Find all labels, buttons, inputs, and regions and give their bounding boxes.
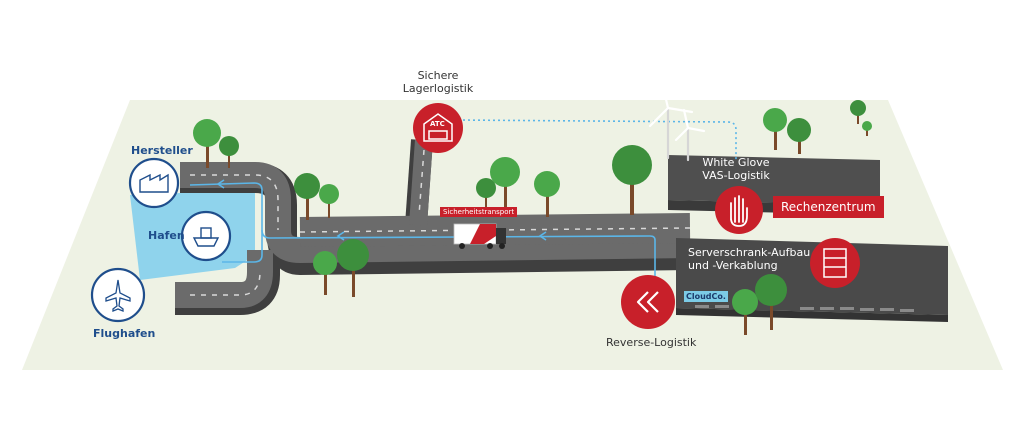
lager-label-line2: Lagerlogistik xyxy=(402,82,474,95)
trees xyxy=(193,100,872,335)
hafen-label: Hafen xyxy=(148,229,185,242)
cloudco-tag: CloudCo. xyxy=(684,291,728,302)
atc-logo: ATC xyxy=(430,120,445,128)
warehouse-icon xyxy=(423,113,453,142)
flughafen-circle xyxy=(90,267,146,323)
reverse-label: Reverse-Logistik xyxy=(606,336,697,349)
whiteglove-label-line1: White Glove xyxy=(702,156,770,169)
rechenzentrum-tag: Rechenzentrum xyxy=(773,196,884,218)
hand-icon xyxy=(730,195,748,227)
lager-label-line1: Sichere xyxy=(417,69,459,82)
whiteglove-label: White Glove VAS-Logistik xyxy=(686,156,786,182)
server-label-line1: Serverschrank-Aufbau xyxy=(688,246,811,259)
server-label: Serverschrank-Aufbau und -Verkablung xyxy=(688,246,810,272)
server-rack-icon xyxy=(823,248,847,278)
reverse-circle xyxy=(621,275,675,329)
factory-icon xyxy=(139,173,169,193)
route-line xyxy=(189,119,737,283)
wind-turbines xyxy=(648,80,706,162)
hersteller-label: Hersteller xyxy=(131,144,193,157)
airplane-icon xyxy=(105,279,131,312)
server-label-line2: und -Verkablung xyxy=(688,259,778,272)
ship-icon xyxy=(192,227,220,247)
lager-circle xyxy=(413,103,463,153)
server-circle xyxy=(810,238,860,288)
double-chevron-left-icon xyxy=(636,291,659,313)
hafen-circle xyxy=(180,210,232,262)
whiteglove-circle xyxy=(715,186,763,234)
hersteller-circle xyxy=(128,157,180,209)
flughafen-label: Flughafen xyxy=(93,327,156,340)
transport-tag: Sicherheitstransport xyxy=(440,207,518,217)
lager-label: Sichere Lagerlogistik xyxy=(398,69,478,95)
truck xyxy=(453,223,506,249)
whiteglove-label-line2: VAS-Logistik xyxy=(702,169,770,182)
